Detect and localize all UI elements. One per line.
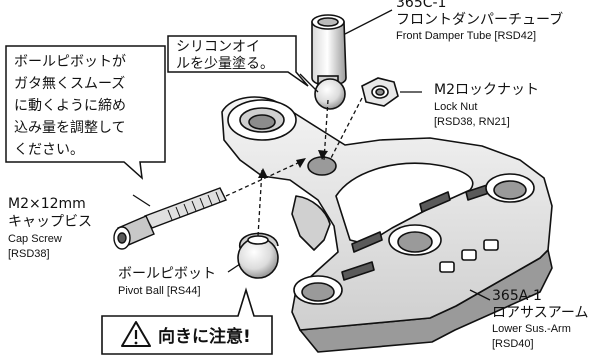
callout-pivot-adjust: ボールピボットが ガタ無くスムーズ に動くように締め 込み量を調整して ください… [5, 45, 166, 180]
leader-lines [132, 9, 491, 301]
pivot-adjust-line-1: ボールピボットが [14, 54, 126, 70]
lock-nut-ref: [RSD38, RN21] [434, 116, 510, 128]
pivot-ball-name-en: Pivot Ball [RS44] [118, 285, 201, 297]
damper-tube-code: 365C-1 [396, 0, 446, 11]
pivot-adjust-line-2: ガタ無くスムーズ [14, 76, 125, 92]
lower-pivot-ball [237, 232, 279, 279]
silicone-line-2: ルを少量塗る。 [176, 55, 274, 72]
cap-screw-name-jp: キャップビス [8, 214, 92, 230]
label-lower-arm: 365A-1 ロアサスアーム Lower Sus.-Arm [RSD40] [492, 288, 588, 350]
lock-nut [361, 77, 399, 107]
lower-sus-arm [221, 96, 553, 353]
lock-nut-name-jp: M2ロックナット [434, 82, 539, 98]
label-pivot-ball: ボールピボット Pivot Ball [RS44] [118, 266, 216, 297]
lock-nut-name-en: Lock Nut [434, 101, 477, 113]
silicone-line-1: シリコンオイ [176, 39, 260, 55]
cap-screw-name-en: Cap Screw [8, 233, 62, 245]
lower-arm-name-jp: ロアサスアーム [492, 305, 588, 321]
label-cap-screw: M2×12mm キャップビス Cap Screw [RSD38] [8, 196, 92, 260]
lower-arm-name-en: Lower Sus.-Arm [492, 323, 571, 335]
cap-screw [113, 187, 227, 250]
lower-arm-code: 365A-1 [492, 288, 542, 304]
callout-silicone-oil: シリコンオイ ルを少量塗る。 [167, 35, 309, 87]
cap-screw-size: M2×12mm [8, 196, 86, 212]
damper-tube-name-en: Front Damper Tube [RSD42] [396, 30, 536, 42]
pivot-adjust-line-4: 込み量を調整して [14, 120, 126, 136]
pivot-adjust-line-5: ください。 [14, 142, 84, 158]
pivot-adjust-line-3: に動くように締め [14, 97, 126, 114]
warning-callout: 向きに注意! [101, 287, 273, 355]
front-damper-tube [311, 14, 347, 87]
lower-arm-ref: [RSD40] [492, 338, 534, 350]
warning-triangle-icon [121, 321, 151, 347]
pivot-ball-name-jp: ボールピボット [118, 266, 216, 282]
label-lock-nut: M2ロックナット Lock Nut [RSD38, RN21] [434, 82, 539, 128]
damper-tube-name-jp: フロントダンパーチューブ [396, 11, 563, 28]
warning-text: 向きに注意! [158, 326, 251, 347]
assembly-arrows [258, 150, 328, 178]
upper-pivot-ball [314, 78, 346, 110]
label-damper-tube: 365C-1 フロントダンパーチューブ Front Damper Tube [R… [396, 0, 563, 42]
cap-screw-ref: [RSD38] [8, 248, 50, 260]
